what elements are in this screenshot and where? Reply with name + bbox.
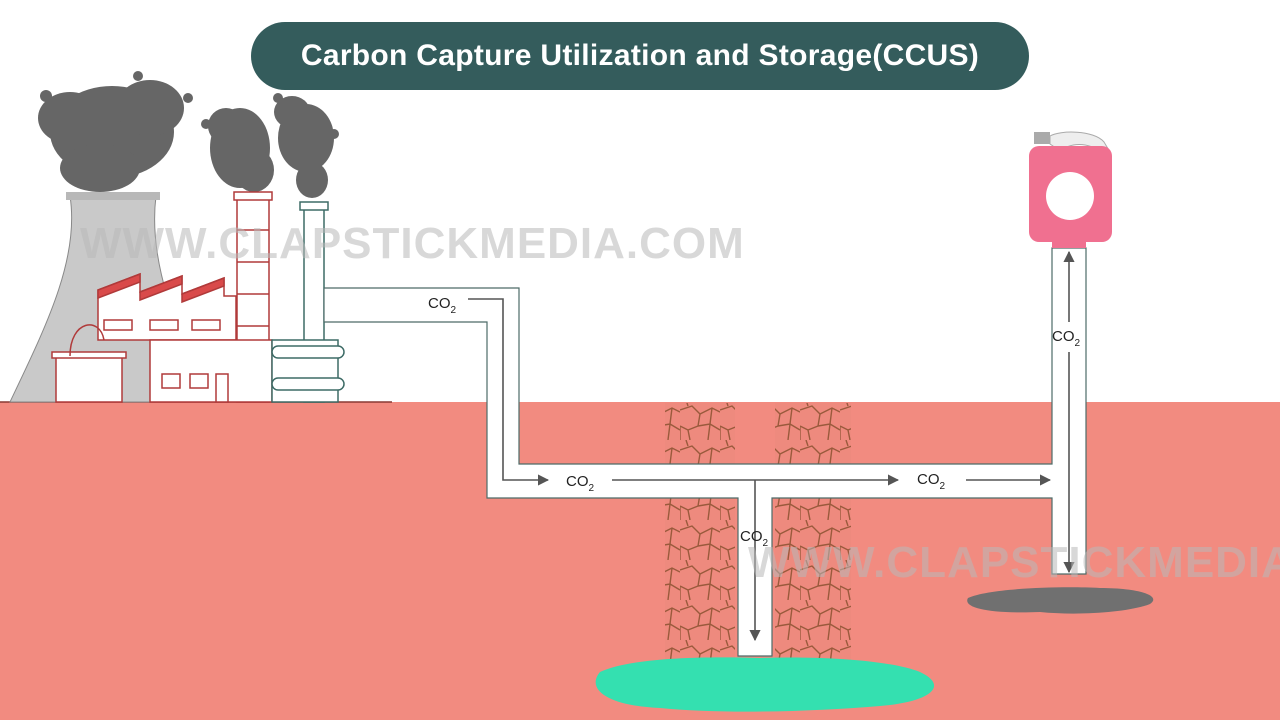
reservoir: [595, 657, 935, 712]
page-title: Carbon Capture Utilization and Storage(C…: [300, 39, 980, 72]
co2-labels: CO2 CO2 CO2 CO2 CO2: [428, 295, 1081, 549]
arrow-top-pipe: [468, 298, 550, 486]
co2-label: CO2: [566, 473, 595, 494]
fuel-canister: [1029, 131, 1112, 248]
watermark: WWW.CLAPSTICKMEDIA.COM: [80, 219, 745, 268]
rock-column-left: [665, 403, 735, 661]
storage-pool: [967, 587, 1154, 614]
co2-label: CO2: [1052, 328, 1081, 349]
flow-arrows: [468, 250, 1075, 642]
smoke: [38, 71, 339, 198]
co2-label: CO2: [917, 471, 946, 492]
capture-unit: [271, 339, 345, 403]
factory: [51, 272, 273, 403]
co2-label: CO2: [740, 528, 769, 549]
rock-column-right: [775, 403, 851, 661]
watermark: WWW.CLAPSTICKMEDIA.COM: [748, 538, 1280, 587]
title-banner: Carbon Capture Utilization and Storage(C…: [251, 22, 1029, 90]
co2-label: CO2: [428, 295, 457, 316]
